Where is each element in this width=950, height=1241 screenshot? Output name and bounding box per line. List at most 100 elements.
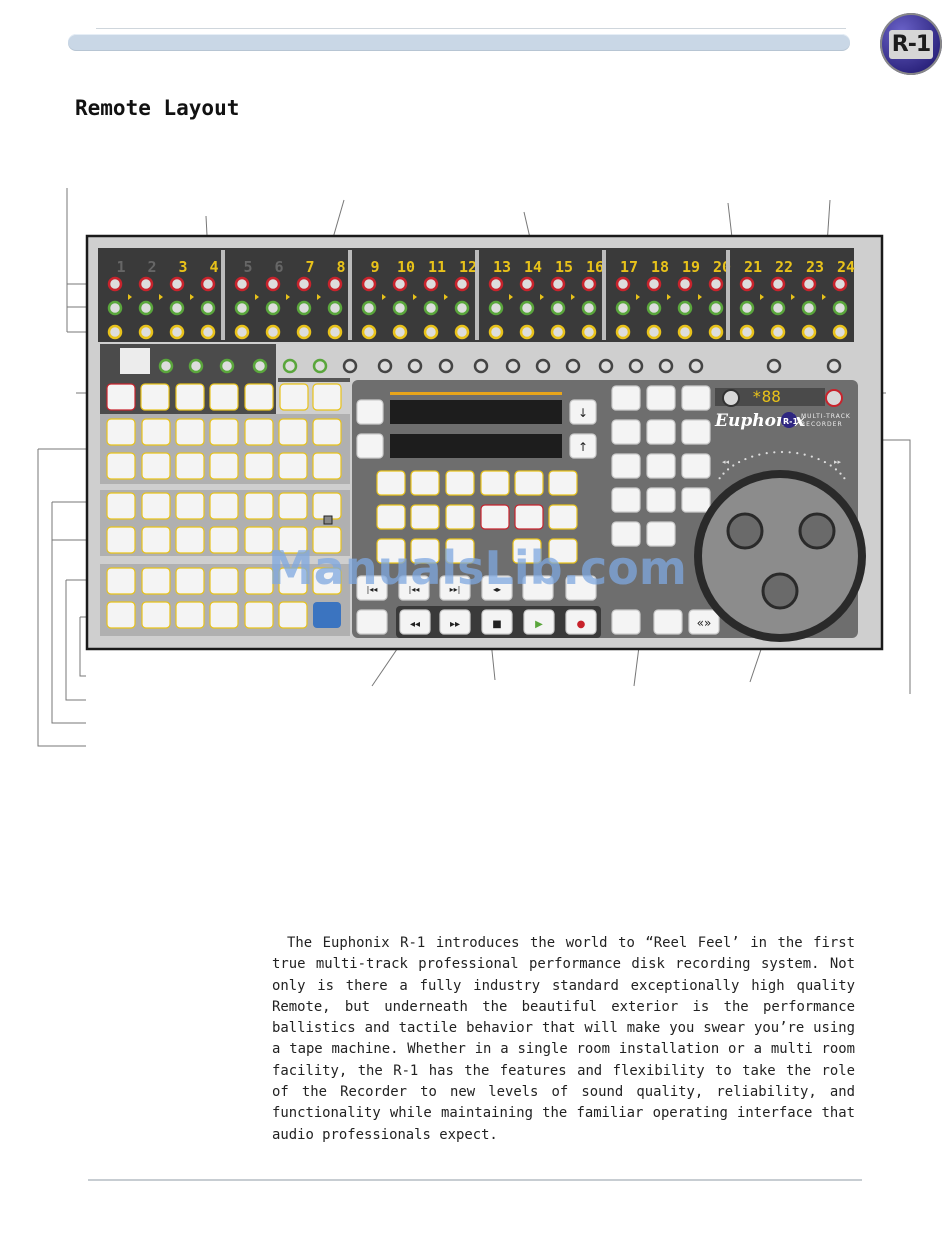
numeric-key[interactable] [611,453,641,479]
function-key[interactable] [244,567,274,595]
input-button[interactable] [200,300,216,316]
locate-key[interactable] [175,418,205,446]
mode-button[interactable] [188,358,204,374]
input-button[interactable] [550,300,566,316]
input-button[interactable] [770,300,786,316]
mode-button[interactable] [252,358,268,374]
select-button[interactable] [392,324,408,340]
input-button[interactable] [138,300,154,316]
select-button[interactable] [234,324,250,340]
function-key[interactable] [175,601,205,629]
jog-wheel[interactable] [702,478,858,634]
record-ready-button[interactable] [265,276,281,292]
record-ready-button[interactable] [169,276,185,292]
edit-key[interactable] [244,492,274,520]
input-button[interactable] [677,300,693,316]
record-ready-button[interactable] [327,276,343,292]
record-ready-button[interactable] [519,276,535,292]
select-button[interactable] [169,324,185,340]
edit-key[interactable] [278,526,308,554]
transport-jog-key[interactable] [481,575,513,601]
option-key[interactable] [312,383,342,411]
function-key[interactable] [106,567,136,595]
locate-key[interactable] [244,418,274,446]
left-round-button[interactable] [722,389,740,407]
select-button[interactable] [615,324,631,340]
locate-point-key[interactable] [512,538,542,564]
select-button[interactable] [107,324,123,340]
mode-button[interactable] [219,358,235,374]
rewind-button[interactable] [399,609,431,635]
input-button[interactable] [615,300,631,316]
mode-button[interactable] [158,358,174,374]
select-button[interactable] [296,324,312,340]
locate-key[interactable] [209,452,239,480]
input-button[interactable] [454,300,470,316]
edit-key[interactable] [106,526,136,554]
transport-rtz-key[interactable] [356,575,388,601]
setup-button[interactable] [565,358,581,374]
locate-key[interactable] [141,452,171,480]
transport-option-key[interactable] [356,609,388,635]
function-key[interactable] [209,567,239,595]
setup-button[interactable] [688,358,704,374]
select-button[interactable] [265,324,281,340]
input-button[interactable] [361,300,377,316]
record-ready-button[interactable] [832,276,848,292]
scrub-mode-key[interactable] [688,609,720,635]
edit-key[interactable] [141,526,171,554]
locate-key[interactable] [209,418,239,446]
locate-key[interactable] [106,452,136,480]
numeric-key[interactable] [646,453,676,479]
record-ready-button[interactable] [770,276,786,292]
input-button[interactable] [708,300,724,316]
numeric-key[interactable] [646,487,676,513]
locate-key[interactable] [312,452,342,480]
euphonix-key[interactable] [313,602,341,628]
setup-button[interactable] [377,358,393,374]
scrub-key[interactable] [611,609,641,635]
locate-key[interactable] [141,418,171,446]
record-ready-button[interactable] [454,276,470,292]
edit-key[interactable] [106,492,136,520]
numeric-key[interactable] [611,419,641,445]
select-button[interactable] [646,324,662,340]
edit-function-key[interactable] [410,504,440,530]
arrow-up-key[interactable] [569,433,597,459]
edit-key[interactable] [209,526,239,554]
edit-function-key[interactable] [376,504,406,530]
select-button[interactable] [519,324,535,340]
input-button[interactable] [107,300,123,316]
input-button[interactable] [169,300,185,316]
record-ready-button[interactable] [361,276,377,292]
edit-function-key[interactable] [410,470,440,496]
edit-key[interactable] [312,526,342,554]
record-ready-button[interactable] [488,276,504,292]
locate-key[interactable] [312,418,342,446]
locate-key[interactable] [278,452,308,480]
select-button[interactable] [454,324,470,340]
edit-function-key[interactable] [480,504,510,530]
select-button[interactable] [550,324,566,340]
record-ready-button[interactable] [234,276,250,292]
select-button[interactable] [677,324,693,340]
setup-button[interactable] [312,358,328,374]
locate-point-key[interactable] [410,538,440,564]
right-round-button[interactable] [825,389,843,407]
numeric-key[interactable] [681,487,711,513]
play-button[interactable] [523,609,555,635]
function-key[interactable] [175,567,205,595]
numeric-key[interactable] [611,385,641,411]
arrow-down-key[interactable] [569,399,597,425]
select-button[interactable] [708,324,724,340]
setup-button[interactable] [598,358,614,374]
input-button[interactable] [488,300,504,316]
locate-point-key[interactable] [548,538,578,564]
record-ready-button[interactable] [739,276,755,292]
select-button[interactable] [423,324,439,340]
edit-function-key[interactable] [514,504,544,530]
locate-key[interactable] [175,452,205,480]
input-button[interactable] [581,300,597,316]
edit-key[interactable] [209,492,239,520]
setup-button[interactable] [407,358,423,374]
